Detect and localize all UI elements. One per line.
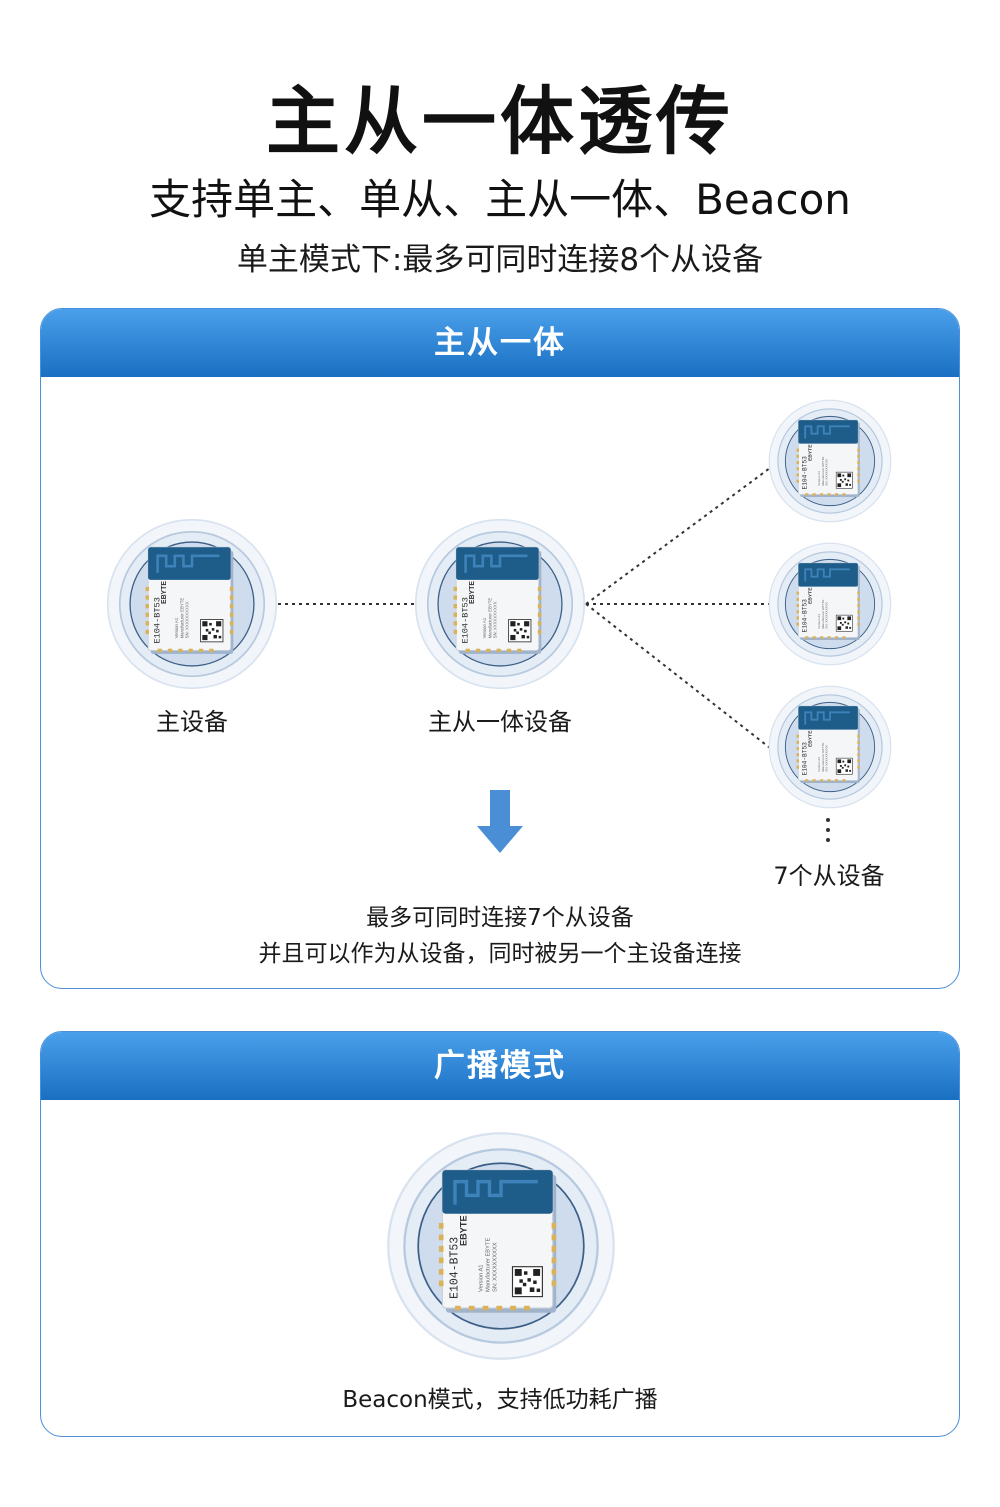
down-arrow-icon: [477, 790, 523, 853]
more-dot: [826, 818, 830, 822]
page-subtitle: 支持单主、单从、主从一体、Beacon: [149, 175, 851, 224]
hybrid-desc-line-2: 并且可以作为从设备，同时被另一个主设备连接: [258, 941, 742, 967]
hybrid-device-icon: [414, 518, 586, 690]
beacon-device-icon: [386, 1131, 616, 1361]
beacon-desc: Beacon模式，支持低功耗广播: [342, 1387, 658, 1413]
mode-note: 单主模式下:最多可同时连接8个从设备: [236, 242, 764, 278]
panel-header-hybrid: 主从一体: [41, 309, 959, 377]
slave-device-icon: [768, 542, 892, 666]
more-dot: [826, 838, 830, 842]
master-device-icon: [106, 518, 278, 690]
slave-device-icon: [768, 399, 892, 523]
slaves-count-label: 7个从设备: [773, 862, 885, 890]
master-device-label: 主设备: [156, 708, 228, 736]
page-title: 主从一体透传: [266, 79, 734, 165]
slave-link-line-top: [585, 467, 771, 605]
slave-device-icon: [768, 685, 892, 809]
hybrid-desc-line-1: 最多可同时连接7个从设备: [366, 905, 634, 931]
hybrid-device-label: 主从一体设备: [428, 708, 572, 736]
connection-lines: [278, 467, 830, 853]
more-dot: [826, 828, 830, 832]
panel-header-broadcast: 广播模式: [41, 1032, 959, 1100]
